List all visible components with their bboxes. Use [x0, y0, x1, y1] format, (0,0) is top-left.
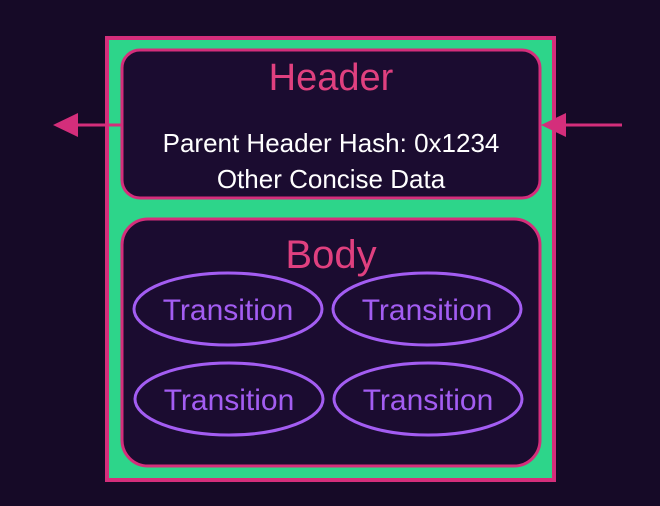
transition-label: Transition: [164, 384, 295, 417]
body-panel: [120, 217, 542, 468]
body-title: Body: [285, 233, 376, 277]
transition-item: Transition: [331, 271, 523, 347]
header-panel: [120, 48, 542, 200]
transition-item: Transition: [133, 361, 325, 437]
transition-label: Transition: [163, 294, 294, 327]
transition-label: Transition: [363, 384, 494, 417]
incoming-arrowhead: [541, 113, 566, 137]
transition-label: Transition: [362, 294, 493, 327]
header-title: Header: [269, 57, 394, 99]
header-line-parent-hash: Parent Header Hash: 0x1234: [163, 128, 500, 158]
transition-ellipse: [332, 361, 524, 437]
transition-item: Transition: [332, 361, 524, 437]
transition-item: Transition: [132, 271, 324, 347]
transition-ellipse: [331, 271, 523, 347]
transition-ellipse: [133, 361, 325, 437]
transition-ellipse: [132, 271, 324, 347]
header-line-other-data: Other Concise Data: [217, 164, 446, 194]
outgoing-arrowhead: [53, 113, 78, 137]
